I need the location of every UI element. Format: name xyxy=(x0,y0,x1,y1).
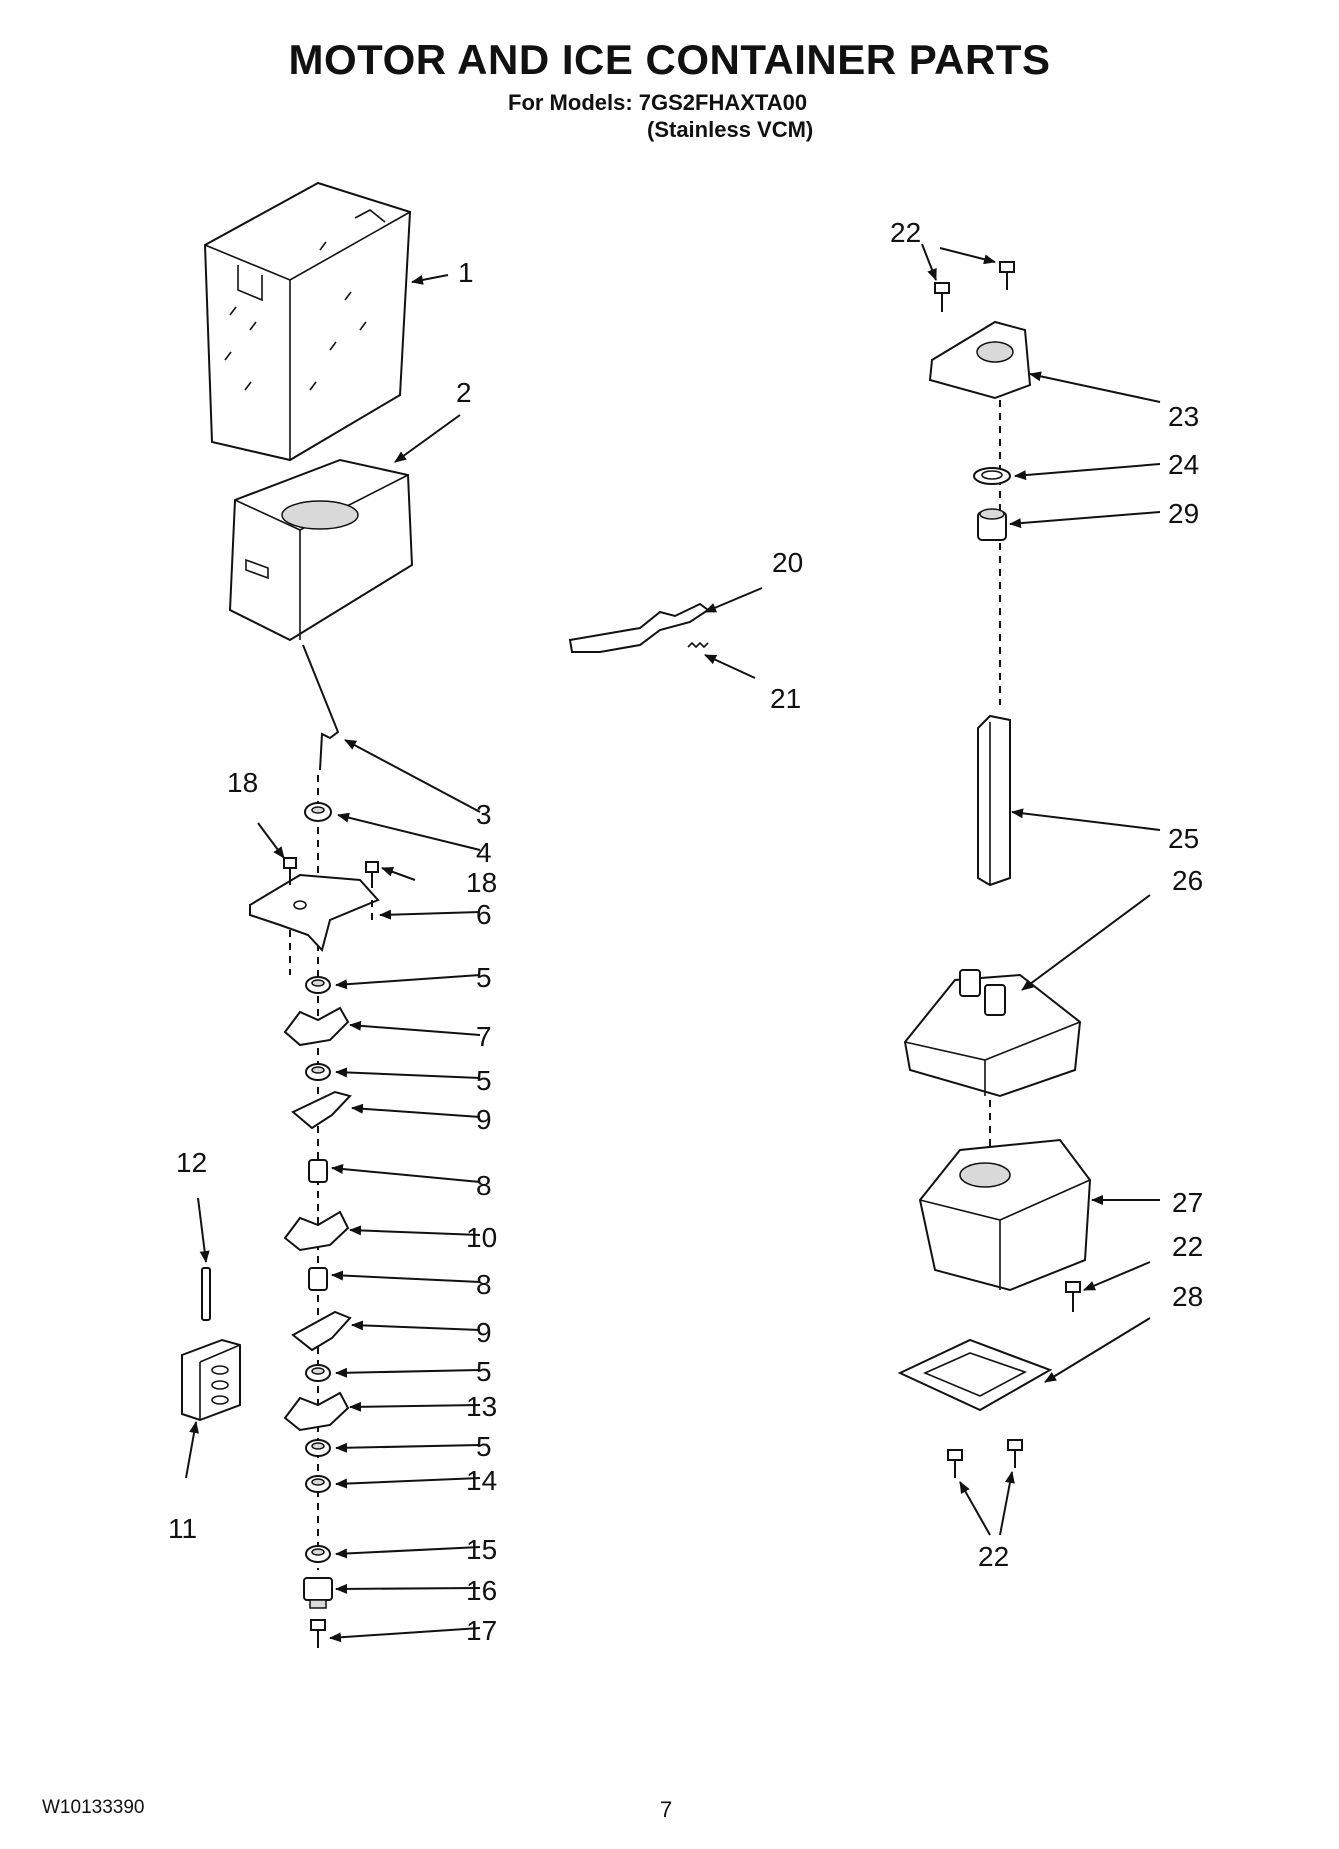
leader-lines xyxy=(185,243,1161,1643)
cam-part-10 xyxy=(283,1210,350,1252)
bushing-part-29 xyxy=(977,508,1007,541)
block-part-11 xyxy=(181,1338,241,1422)
callout-29: 29 xyxy=(1168,498,1199,529)
screw-part-18a xyxy=(283,857,297,975)
bushing-part-8a xyxy=(308,1159,328,1183)
screw-part-22e xyxy=(1007,1439,1023,1468)
blade-part-9a xyxy=(291,1090,352,1130)
screw-part-22d xyxy=(947,1449,963,1478)
screw-part-22c xyxy=(1065,1281,1081,1312)
motor-part-27 xyxy=(918,1138,1092,1292)
callout-22c: 22 xyxy=(978,1541,1009,1572)
ring-part-24 xyxy=(973,467,1011,485)
callout-labels: 1 2 3 4 6 5 7 5 9 8 10 8 9 5 13 5 14 15 … xyxy=(168,217,1203,1646)
auger-rod-part xyxy=(302,644,340,771)
bracket-part-23 xyxy=(928,320,1032,400)
motor-cover-part-26 xyxy=(903,969,1082,1098)
callout-5a: 5 xyxy=(476,962,492,993)
callout-20: 20 xyxy=(772,547,803,578)
variant-line: (Stainless VCM) xyxy=(647,117,814,142)
ice-container-part xyxy=(203,181,412,462)
screw-part-18b xyxy=(365,861,379,920)
document-number: W10133390 xyxy=(42,1797,145,1818)
callout-5c: 5 xyxy=(476,1356,492,1387)
callout-25: 25 xyxy=(1168,823,1199,854)
callout-13: 13 xyxy=(466,1391,497,1422)
page-number: 7 xyxy=(660,1797,673,1822)
callout-16: 16 xyxy=(466,1575,497,1606)
mounting-plate-part-6 xyxy=(249,873,380,953)
nut-part-16 xyxy=(303,1577,333,1609)
washer-part-5b xyxy=(305,1063,331,1081)
callout-8b: 8 xyxy=(476,1269,492,1300)
callout-17: 17 xyxy=(466,1615,497,1646)
callout-2: 2 xyxy=(456,377,472,408)
callout-21: 21 xyxy=(770,683,801,714)
pin-part-12 xyxy=(201,1267,211,1321)
ice-container-housing-part xyxy=(228,458,414,642)
callout-5b: 5 xyxy=(476,1065,492,1096)
callout-27: 27 xyxy=(1172,1187,1203,1218)
page-title: MOTOR AND ICE CONTAINER PARTS xyxy=(288,36,1051,83)
callout-1: 1 xyxy=(458,257,474,288)
callout-11: 11 xyxy=(168,1513,197,1544)
washer-part-15 xyxy=(305,1545,331,1563)
blade-part-9b xyxy=(291,1310,352,1352)
callout-5d: 5 xyxy=(476,1431,492,1462)
bushing-part-8b xyxy=(308,1267,328,1291)
callout-9a: 9 xyxy=(476,1104,492,1135)
callout-28: 28 xyxy=(1172,1281,1203,1312)
washer-part-5d xyxy=(305,1439,331,1457)
callout-23: 23 xyxy=(1168,401,1199,432)
callout-18b: 18 xyxy=(466,867,497,898)
washer-part-5c xyxy=(305,1364,331,1382)
washer-part-5a xyxy=(305,976,331,994)
callout-15: 15 xyxy=(466,1534,497,1565)
callout-4: 4 xyxy=(476,837,492,868)
shaft-part-25 xyxy=(977,714,1011,887)
screw-part-22b xyxy=(999,261,1015,290)
callout-12: 12 xyxy=(176,1147,207,1178)
lever-part-20 xyxy=(568,602,710,653)
callout-14: 14 xyxy=(466,1465,497,1496)
cam-part-7 xyxy=(283,1006,350,1047)
callout-3: 3 xyxy=(476,799,492,830)
models-line: For Models: 7GS2FHAXTA00 xyxy=(508,90,808,115)
callout-8a: 8 xyxy=(476,1170,492,1201)
callout-7: 7 xyxy=(476,1021,492,1052)
callout-22a: 22 xyxy=(890,217,921,248)
callout-6: 6 xyxy=(476,899,492,930)
screw-part-22a xyxy=(934,282,950,312)
screw-part-17 xyxy=(310,1619,326,1648)
spring-part-21 xyxy=(687,641,709,649)
gasket-part-28 xyxy=(897,1338,1053,1412)
washer-part-14 xyxy=(305,1475,331,1493)
callout-22b: 22 xyxy=(1172,1231,1203,1262)
callout-18a: 18 xyxy=(227,767,258,798)
callout-10: 10 xyxy=(466,1222,497,1253)
callout-24: 24 xyxy=(1168,449,1199,480)
callout-26: 26 xyxy=(1172,865,1203,896)
callout-9b: 9 xyxy=(476,1317,492,1348)
washer-part-4 xyxy=(304,802,332,822)
cam-part-13 xyxy=(283,1391,350,1432)
